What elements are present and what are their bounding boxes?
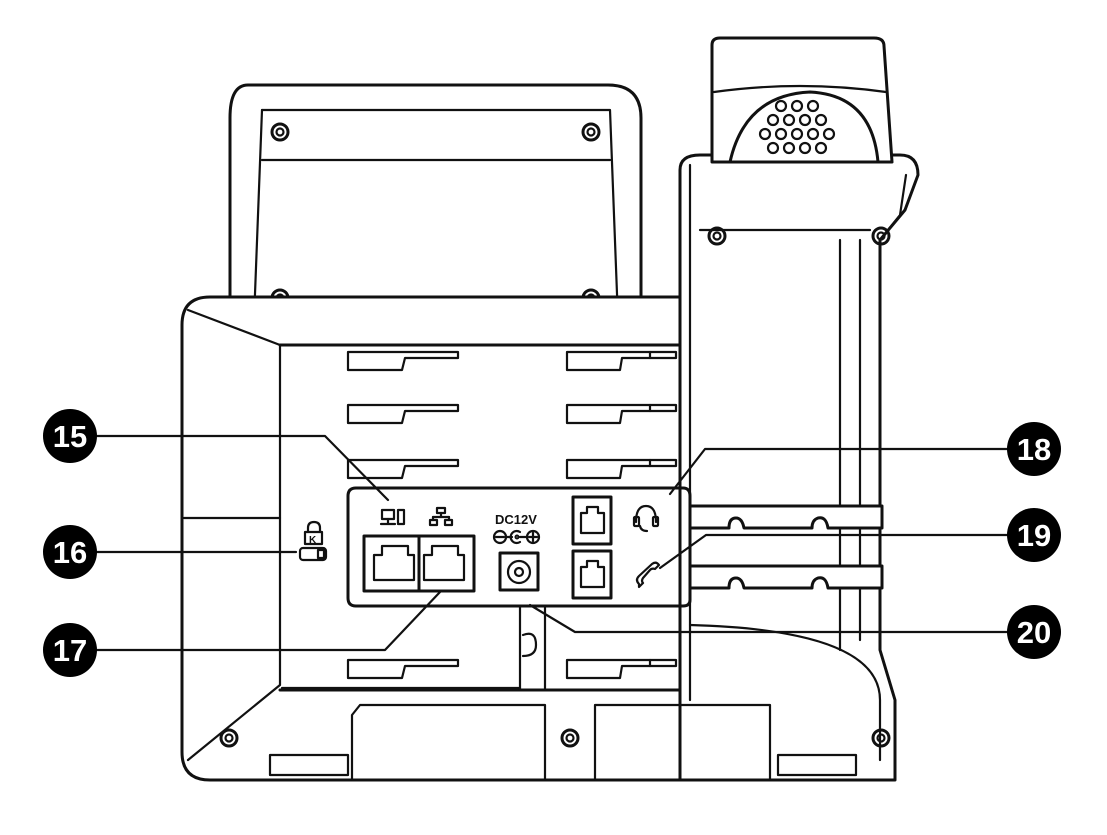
handset-icon — [635, 561, 661, 589]
handset-earpiece — [710, 36, 894, 164]
internet-port-icon — [428, 506, 454, 527]
callout-20-label: 20 — [1017, 615, 1051, 650]
headset-icon — [632, 504, 660, 533]
callout-17: 17 — [43, 623, 97, 677]
stand-plate — [228, 83, 643, 322]
callout-16: 16 — [43, 525, 97, 579]
pc-port-icon — [379, 508, 406, 526]
bottom-screws — [219, 728, 580, 748]
handset-cradle — [678, 153, 920, 782]
security-lock-icon: K — [303, 520, 324, 546]
headset-port[interactable] — [571, 495, 613, 546]
security-slot[interactable] — [298, 546, 328, 562]
svg-text:K: K — [309, 535, 317, 546]
callout-15: 15 — [43, 409, 97, 463]
callout-19: 19 — [1007, 508, 1061, 562]
cable-channel — [518, 604, 547, 692]
leader-lines — [95, 434, 1028, 652]
callout-19-label: 19 — [1017, 518, 1051, 553]
callout-20: 20 — [1007, 605, 1061, 659]
cradle-screws — [707, 226, 891, 748]
cable-clips-right — [688, 504, 884, 590]
callout-16-label: 16 — [53, 535, 87, 570]
phone-body — [180, 295, 692, 782]
callout-18-label: 18 — [1017, 432, 1051, 467]
port-panel — [346, 486, 692, 608]
stand-screws — [270, 122, 601, 308]
callout-17-label: 17 — [53, 633, 87, 668]
ethernet-ports[interactable] — [362, 534, 476, 593]
callout-18: 18 — [1007, 422, 1061, 476]
power-label: DC12V — [495, 512, 537, 527]
bottom-feet — [268, 703, 858, 782]
handset-port[interactable] — [571, 549, 613, 600]
cable-slots — [346, 350, 678, 680]
power-jack[interactable] — [498, 551, 540, 592]
callout-15-label: 15 — [53, 419, 87, 454]
power-polarity-icon — [492, 529, 541, 545]
